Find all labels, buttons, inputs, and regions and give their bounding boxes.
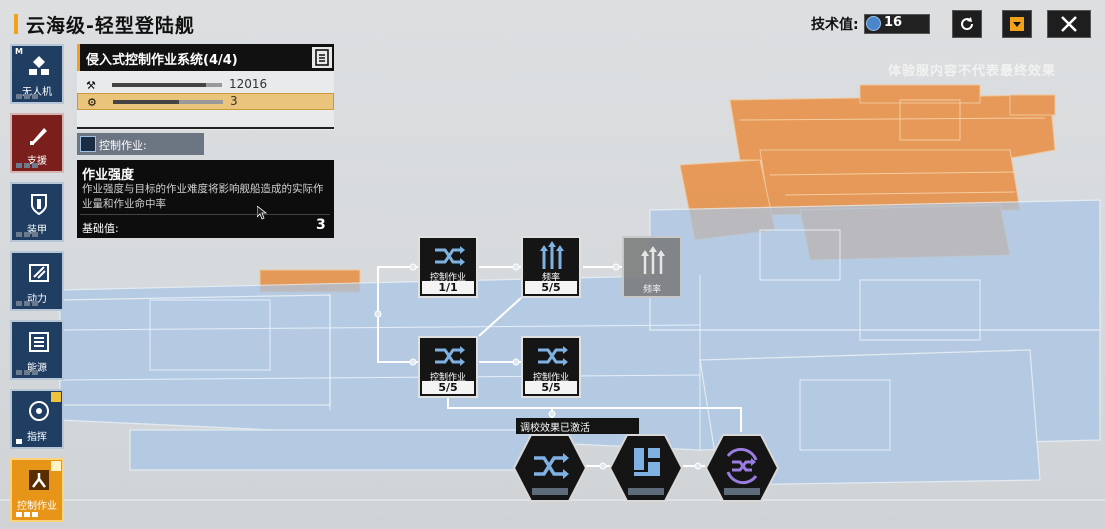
sidebar-pips <box>16 370 38 375</box>
node-control-operation-3[interactable]: 控制作业 5/5 <box>521 336 581 398</box>
calibration-activated-banner <box>516 418 639 434</box>
sidebar-item-label: 动力 <box>27 294 47 305</box>
control-operation-icon <box>80 136 96 152</box>
description-box <box>77 160 334 238</box>
calibration-hex-module[interactable] <box>608 432 684 504</box>
shuffle-arrows-icon <box>435 346 465 366</box>
refresh-icon <box>961 17 974 31</box>
sidebar-pips <box>16 439 22 444</box>
sidebar-item-power[interactable]: 动力 <box>10 251 64 311</box>
mouse-cursor-icon <box>257 206 267 220</box>
sidebar-pips <box>16 301 38 306</box>
sidebar-item-label: 支援 <box>27 156 47 167</box>
stat-bar <box>112 83 222 87</box>
node-label: 频率 <box>642 285 661 295</box>
sidebar-item-control[interactable]: 控制作业 <box>10 458 64 522</box>
shuffle-arrows-icon <box>534 453 569 479</box>
chevron-down-icon <box>1010 17 1024 31</box>
stat-value: 3 <box>230 94 238 108</box>
sidebar-pips <box>16 232 38 237</box>
stat-fill <box>113 100 179 104</box>
base-value: 3 <box>316 217 326 233</box>
sidebar-item-command[interactable]: 指挥 <box>10 389 64 449</box>
upgrade-badge-icon <box>51 461 61 471</box>
tech-value-box <box>864 14 930 34</box>
sidebar-badge-m: M <box>15 47 23 56</box>
shuffle-arrows-icon <box>538 346 568 366</box>
control-operation-tag-label: 控制作业: <box>99 139 147 152</box>
base-value-label: 基础值: <box>82 222 119 235</box>
system-panel-header <box>77 44 334 71</box>
node-count: 5/5 <box>422 381 474 394</box>
node-label: 频率 <box>541 273 560 283</box>
missile-icon <box>30 128 47 145</box>
disclaimer-watermark: 体验服内容不代表最终效果 <box>888 64 1057 79</box>
close-icon <box>1061 16 1077 32</box>
sidebar-item-label: 装甲 <box>27 225 47 236</box>
sidebar-item-energy[interactable]: 能源 <box>10 320 64 380</box>
hammer-icon: ⚒ <box>86 79 96 92</box>
node-frequency-2-locked[interactable]: 频率 <box>622 236 682 298</box>
sidebar-pips <box>16 94 38 99</box>
tech-label: 技术值: <box>811 17 859 33</box>
calibration-activated-label: 调校效果已激活 <box>520 423 590 434</box>
drone-icon <box>29 56 49 75</box>
shield-icon <box>31 194 47 216</box>
list-icon <box>29 332 49 352</box>
stat-fill <box>112 83 206 87</box>
node-count: 5/5 <box>525 281 577 294</box>
description-body: 作业强度与目标的作业难度将影响舰船造成的实际作业量和作业命中率 <box>82 183 324 210</box>
divider <box>80 214 330 215</box>
stat-bar <box>113 100 223 104</box>
node-label: 控制作业 <box>532 373 569 383</box>
sidebar-item-label: 能源 <box>27 363 47 374</box>
control-operation-icon <box>29 470 49 490</box>
tech-value: 16 <box>884 15 903 30</box>
sidebar-pips <box>16 512 38 517</box>
node-control-operation-2[interactable]: 控制作业 5/5 <box>418 336 478 398</box>
calibration-hex-shuffle[interactable] <box>512 432 588 504</box>
sidebar-item-label: 指挥 <box>27 432 47 443</box>
module-blocks-icon <box>634 448 660 476</box>
node-label: 控制作业 <box>429 373 466 383</box>
calibration-hex-purple[interactable] <box>704 432 780 504</box>
sidebar-item-label: 无人机 <box>22 87 52 98</box>
sidebar-item-armor[interactable]: 装甲 <box>10 182 64 242</box>
node-count: 1/1 <box>422 281 474 294</box>
node-count: 5/5 <box>525 381 577 394</box>
radar-icon <box>29 401 49 421</box>
panel-accent-stripe <box>77 44 80 71</box>
shuffle-arrows-icon <box>435 246 465 266</box>
system-panel-title: 侵入式控制作业系统(4/4) <box>86 53 238 68</box>
purple-shuffle-icon <box>726 447 758 485</box>
frequency-arrows-icon <box>540 241 564 269</box>
control-operation-tag <box>77 133 204 155</box>
document-button[interactable] <box>312 47 332 68</box>
node-frequency-1[interactable]: 频率 5/5 <box>521 236 581 298</box>
stat-row-workload: ⚒ 12016 <box>77 77 334 94</box>
close-button[interactable] <box>1047 10 1091 38</box>
dropdown-button[interactable] <box>1002 10 1032 38</box>
engine-icon <box>29 264 49 282</box>
sidebar-item-label: 控制作业 <box>17 501 57 512</box>
title-accent <box>14 14 18 34</box>
upgrade-badge-icon <box>51 392 61 402</box>
sidebar-pips <box>16 163 38 168</box>
divider <box>77 127 334 129</box>
stat-value: 12016 <box>229 77 268 91</box>
sidebar-item-drone[interactable]: M 无人机 <box>10 44 64 104</box>
sidebar-item-support[interactable]: 支援 <box>10 113 64 173</box>
node-control-operation-1[interactable]: 控制作业 1/1 <box>418 236 478 298</box>
tech-points-icon <box>866 16 881 31</box>
node-label: 控制作业 <box>429 273 466 283</box>
document-icon <box>315 49 329 66</box>
description-title: 作业强度 <box>82 168 135 183</box>
gear-icon: ⚙ <box>87 96 97 109</box>
page-title: 云海级-轻型登陆舰 <box>26 15 195 37</box>
stat-row-intensity[interactable]: ⚙ 3 <box>77 93 334 110</box>
refresh-button[interactable] <box>952 10 982 38</box>
frequency-arrows-icon <box>641 246 665 274</box>
